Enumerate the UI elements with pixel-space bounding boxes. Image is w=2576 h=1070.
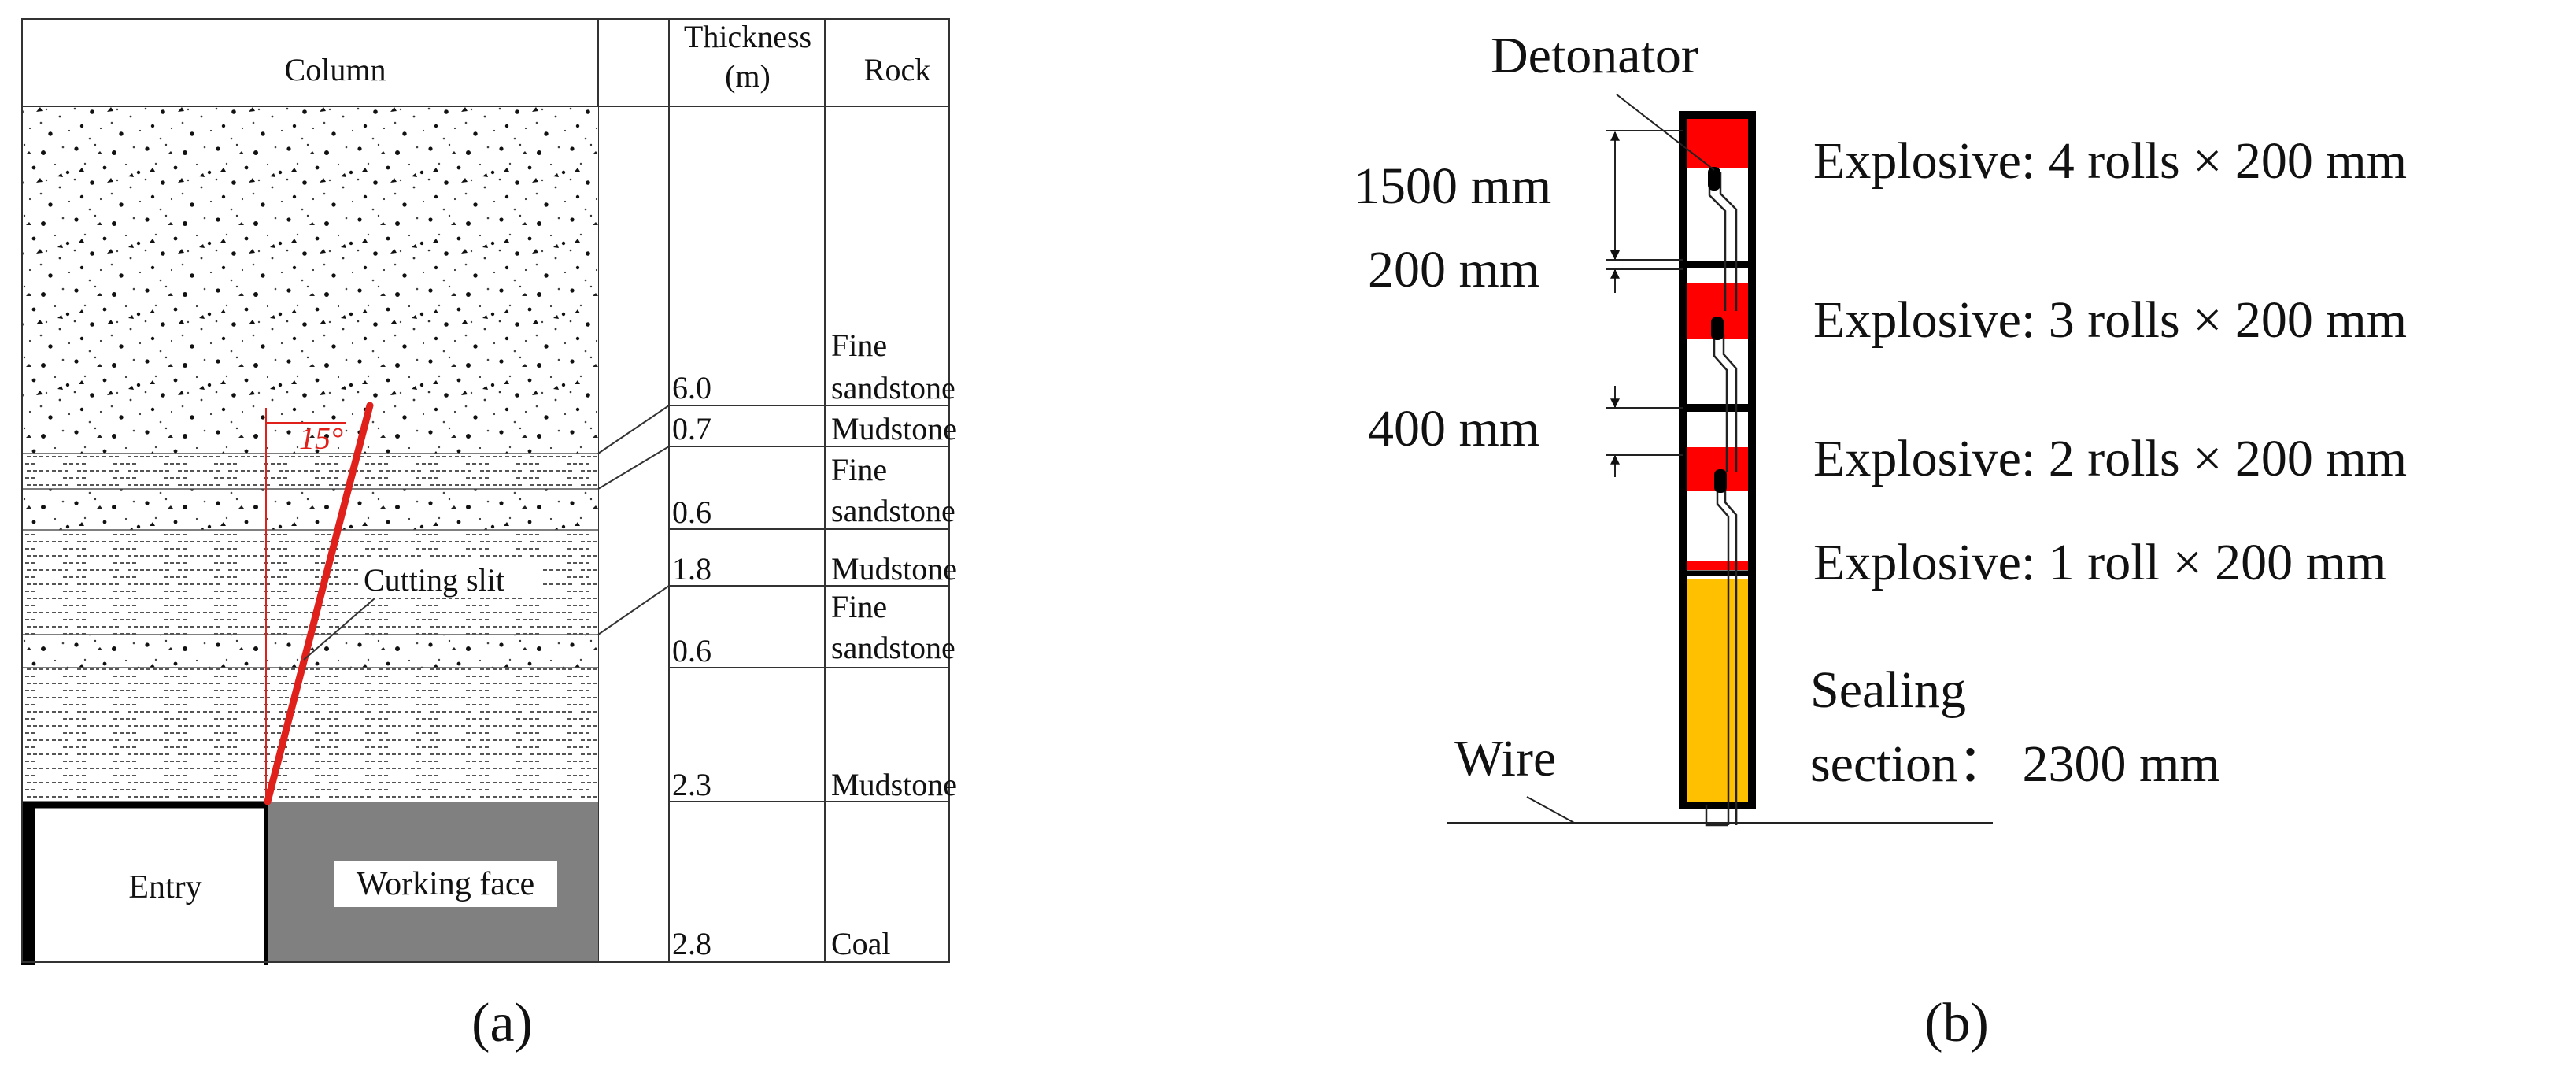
dim-400mm: 400 mm (1368, 400, 1539, 457)
charge-structure-panel: Detonator 1500 mm 200 mm 400 mm Explosiv… (1354, 27, 2407, 1053)
rock-header: Rock (864, 52, 930, 87)
column-header: Column (285, 52, 386, 87)
thickness-value: 0.6 (672, 633, 711, 668)
layer-fine-sandstone-2 (22, 489, 598, 530)
entry-label: Entry (128, 869, 201, 905)
detonator-icon (1711, 317, 1724, 340)
explosive-label-4-rolls: Explosive: 4 rolls × 200 mm (1813, 132, 2407, 190)
layer-mudstone-1 (22, 454, 598, 489)
coal-seam: Entry Working face (21, 801, 598, 965)
thickness-value: 2.3 (672, 767, 711, 802)
detonator-icon (1714, 469, 1727, 493)
rock-name: Mudstone (831, 551, 957, 587)
thickness-value: 2.8 (672, 926, 711, 961)
thickness-value: 0.7 (672, 411, 711, 446)
rock-name: sandstone (831, 370, 955, 405)
thickness-values: 6.0 0.7 0.6 1.8 0.6 2.3 2.8 (672, 370, 711, 961)
rock-name: Mudstone (831, 767, 957, 802)
borehole (1679, 111, 1756, 809)
explosive-charge-4-rolls (1686, 115, 1749, 168)
angle-label: 15° (299, 420, 343, 456)
dimension-lines (1606, 130, 1683, 477)
entry-area (22, 802, 266, 962)
rock-name: Fine (831, 452, 887, 487)
thickness-header-line2: (m) (725, 58, 771, 94)
sealing-label-line1: Sealing (1810, 661, 1966, 719)
layer-mudstone-3 (22, 668, 598, 802)
dim-1500mm: 1500 mm (1354, 157, 1551, 215)
explosive-label-1-roll: Explosive: 1 roll × 200 mm (1813, 534, 2386, 591)
thickness-value: 6.0 (672, 370, 711, 405)
caption-a: (a) (471, 993, 533, 1053)
stratigraphic-column-panel: Column Thickness (m) Rock Entry (21, 18, 957, 1053)
explosive-label-2-rolls: Explosive: 2 rolls × 200 mm (1813, 430, 2407, 487)
rock-name: Mudstone (831, 411, 957, 446)
detonator-icon (1708, 167, 1720, 191)
layer-fine-sandstone-1 (22, 106, 598, 454)
explosive-charge-1-roll (1686, 561, 1749, 570)
rock-name: sandstone (831, 630, 955, 665)
dim-200mm: 200 mm (1368, 241, 1539, 298)
cutting-slit-line (264, 402, 374, 805)
rock-names: Fine sandstone Mudstone Fine sandstone M… (831, 328, 957, 961)
cutting-slit: 15° Cutting slit (264, 402, 541, 805)
sealing-section (1686, 579, 1749, 805)
thickness-value: 0.6 (672, 494, 711, 530)
rock-name: Coal (831, 926, 891, 961)
detonator-label: Detonator (1491, 27, 1698, 84)
cutting-slit-label: Cutting slit (364, 562, 504, 598)
layer-boundary-lines (597, 405, 949, 802)
thickness-header-line1: Thickness (684, 19, 811, 54)
rock-name: sandstone (831, 493, 955, 528)
caption-b: (b) (1924, 993, 1989, 1053)
wire-label: Wire (1454, 730, 1556, 787)
strata-layers (22, 106, 598, 802)
sealing-label-line2: section： 2300 mm (1810, 735, 2220, 793)
explosive-label-3-rolls: Explosive: 3 rolls × 200 mm (1813, 291, 2407, 349)
rock-name: Fine (831, 328, 887, 363)
rock-name: Fine (831, 589, 887, 624)
thickness-value: 1.8 (672, 551, 711, 587)
working-face-label: Working face (357, 866, 534, 902)
